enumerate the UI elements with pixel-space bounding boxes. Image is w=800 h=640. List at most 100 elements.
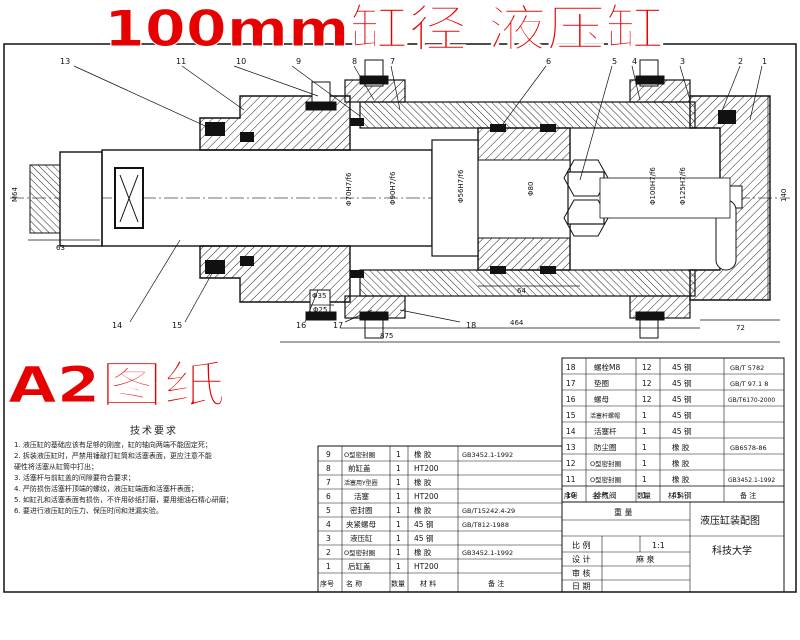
bom-r-mat: 橡 胶 bbox=[672, 442, 690, 452]
bom-right-header-text: 序号 名 称 数量 材 料 备 注 bbox=[564, 491, 756, 500]
barrel-top bbox=[359, 101, 696, 129]
dim-875: 875 bbox=[380, 332, 393, 340]
piston-nut bbox=[567, 171, 605, 225]
bom-l-name: 前缸盖 bbox=[348, 463, 371, 473]
bom-r-name: 螺母 bbox=[594, 394, 609, 404]
bom-table-left bbox=[317, 445, 563, 593]
bom-r-std: GB/T 5782 bbox=[730, 364, 764, 372]
cylinder-section bbox=[10, 59, 790, 339]
dim-70h7: Φ70H7/f6 bbox=[345, 172, 353, 206]
balloon-18: 18 bbox=[466, 321, 476, 330]
bom-l-qty: 1 bbox=[396, 464, 401, 473]
bom-r-mat: 45 钢 bbox=[672, 490, 691, 500]
bom-l-no: 3 bbox=[326, 534, 331, 543]
bom-r-mat: 45 钢 bbox=[672, 394, 691, 404]
tech-requirements-title: 技术要求 bbox=[130, 426, 178, 437]
balloon-16: 16 bbox=[296, 321, 306, 330]
bom-right-cells: 18 螺栓M8 12 45 钢 GB/T 5782 17 垫圈 12 45 钢 … bbox=[566, 362, 775, 500]
bom-l-no: 2 bbox=[326, 548, 331, 557]
dim-80: Φ80 bbox=[527, 182, 535, 196]
bom-r-qty: 12 bbox=[642, 379, 652, 388]
bom-r-mat: 45 钢 bbox=[672, 378, 691, 388]
balloon-4: 4 bbox=[632, 57, 637, 66]
callout-numbers: 13 11 10 9 8 7 6 5 4 3 2 1 14 15 16 17 1… bbox=[60, 57, 767, 330]
bom-l-qty: 1 bbox=[396, 534, 401, 543]
bom-r-name: 活塞杆 bbox=[594, 426, 617, 436]
front-cover-lower bbox=[199, 245, 351, 303]
bom-l-mat: 橡 胶 bbox=[414, 449, 432, 459]
bom-r-no: 18 bbox=[566, 363, 576, 372]
bom-l-header-mat: 材 料 bbox=[420, 579, 436, 588]
balloon-2: 2 bbox=[738, 57, 743, 66]
bom-l-header-std: 备 注 bbox=[488, 579, 504, 588]
bom-r-std: GB/T 97.1 8 bbox=[730, 380, 768, 388]
bom-r-qty: 1 bbox=[642, 491, 647, 500]
balloon-9: 9 bbox=[296, 57, 301, 66]
bom-r-no: 14 bbox=[566, 427, 576, 436]
bom-r-qty: 1 bbox=[642, 475, 647, 484]
bom-l-mat: HT200 bbox=[414, 492, 439, 501]
dim-140: 140 bbox=[780, 189, 788, 202]
bom-l-qty: 1 bbox=[396, 520, 401, 529]
balloon-1: 1 bbox=[762, 57, 767, 66]
bom-l-name: 密封圈 bbox=[350, 505, 373, 515]
balloon-15: 15 bbox=[172, 321, 182, 330]
rod-step bbox=[431, 139, 479, 257]
bom-r-header-name: 名 称 bbox=[592, 491, 608, 500]
balloon-11: 11 bbox=[176, 57, 186, 66]
dim-35: Φ35 bbox=[312, 292, 326, 300]
overlay-subtitle: A2图纸 bbox=[8, 356, 226, 414]
bom-r-header-no: 序号 bbox=[564, 491, 578, 500]
bom-r-no: 11 bbox=[566, 475, 576, 484]
bom-r-mat: 橡 胶 bbox=[672, 474, 690, 484]
bom-r-header-std: 备 注 bbox=[740, 491, 756, 500]
callout-leaders bbox=[73, 65, 763, 323]
dim-56: Φ56H7/f6 bbox=[457, 169, 465, 203]
bom-l-no: 7 bbox=[326, 478, 331, 487]
dim-464: 464 bbox=[510, 319, 524, 327]
balloon-10: 10 bbox=[236, 57, 246, 66]
bom-r-header-qty: 数量 bbox=[637, 491, 651, 500]
bom-l-name: 夹紧螺母 bbox=[346, 519, 376, 529]
dim-64: 64 bbox=[517, 287, 526, 295]
bom-r-mat: 45 钢 bbox=[672, 362, 691, 372]
balloon-17: 17 bbox=[333, 321, 343, 330]
bom-r-std: GB6578-86 bbox=[730, 444, 767, 452]
bom-r-mat: 橡 胶 bbox=[672, 458, 690, 468]
bom-r-name: O型密封圈 bbox=[590, 459, 621, 468]
school-name: 科技大学 bbox=[712, 544, 752, 557]
bom-r-no: 10 bbox=[566, 491, 576, 500]
bom-l-qty: 1 bbox=[396, 492, 401, 501]
bom-l-name: O型密封圈 bbox=[344, 450, 375, 459]
balloon-8: 8 bbox=[352, 57, 357, 66]
balloon-14: 14 bbox=[112, 321, 122, 330]
bom-l-name: O型密封圈 bbox=[344, 548, 375, 557]
bom-r-no: 13 bbox=[566, 443, 576, 452]
bom-l-header-name: 名 称 bbox=[346, 579, 362, 588]
bom-l-std: GB/T812-1988 bbox=[462, 521, 509, 529]
bom-l-name: 后缸盖 bbox=[348, 561, 371, 571]
bom-r-mat: 45 钢 bbox=[672, 410, 691, 420]
bom-l-no: 4 bbox=[326, 520, 331, 529]
dim-25: Φ25 bbox=[313, 306, 327, 314]
bom-l-mat: 橡 胶 bbox=[414, 505, 432, 515]
tech-item: 5. 如缸孔和活塞表面有损伤，不许用砂纸打磨，要用细油石精心研磨； bbox=[14, 496, 233, 504]
barrel-bottom bbox=[359, 269, 696, 297]
bom-r-name: 活塞杆螺帽 bbox=[590, 412, 620, 420]
tech-item: 4. 严防损伤活塞杆顶端的螺纹，液压缸端面和活塞杆表面； bbox=[14, 485, 198, 493]
dim-63: 63 bbox=[56, 244, 65, 252]
bom-r-name: 垫圈 bbox=[594, 378, 609, 388]
bom-r-qty: 1 bbox=[642, 427, 647, 436]
bom-r-no: 12 bbox=[566, 459, 576, 468]
weight-label: 重 量 bbox=[614, 507, 633, 517]
bom-l-no: 9 bbox=[326, 450, 331, 459]
bom-r-qty: 1 bbox=[642, 459, 647, 468]
bom-l-name: 活塞 bbox=[354, 491, 369, 501]
bom-l-mat: HT200 bbox=[414, 562, 439, 571]
bom-l-mat: 45 钢 bbox=[414, 519, 433, 529]
bom-l-header-qty: 数量 bbox=[391, 579, 405, 588]
scale-label: 比 例 bbox=[572, 540, 591, 550]
tech-requirements: 技术要求 1. 液压缸的基础应该有足够的刚度，缸的轴向两端不能固定死； 2. 拆… bbox=[14, 426, 314, 517]
